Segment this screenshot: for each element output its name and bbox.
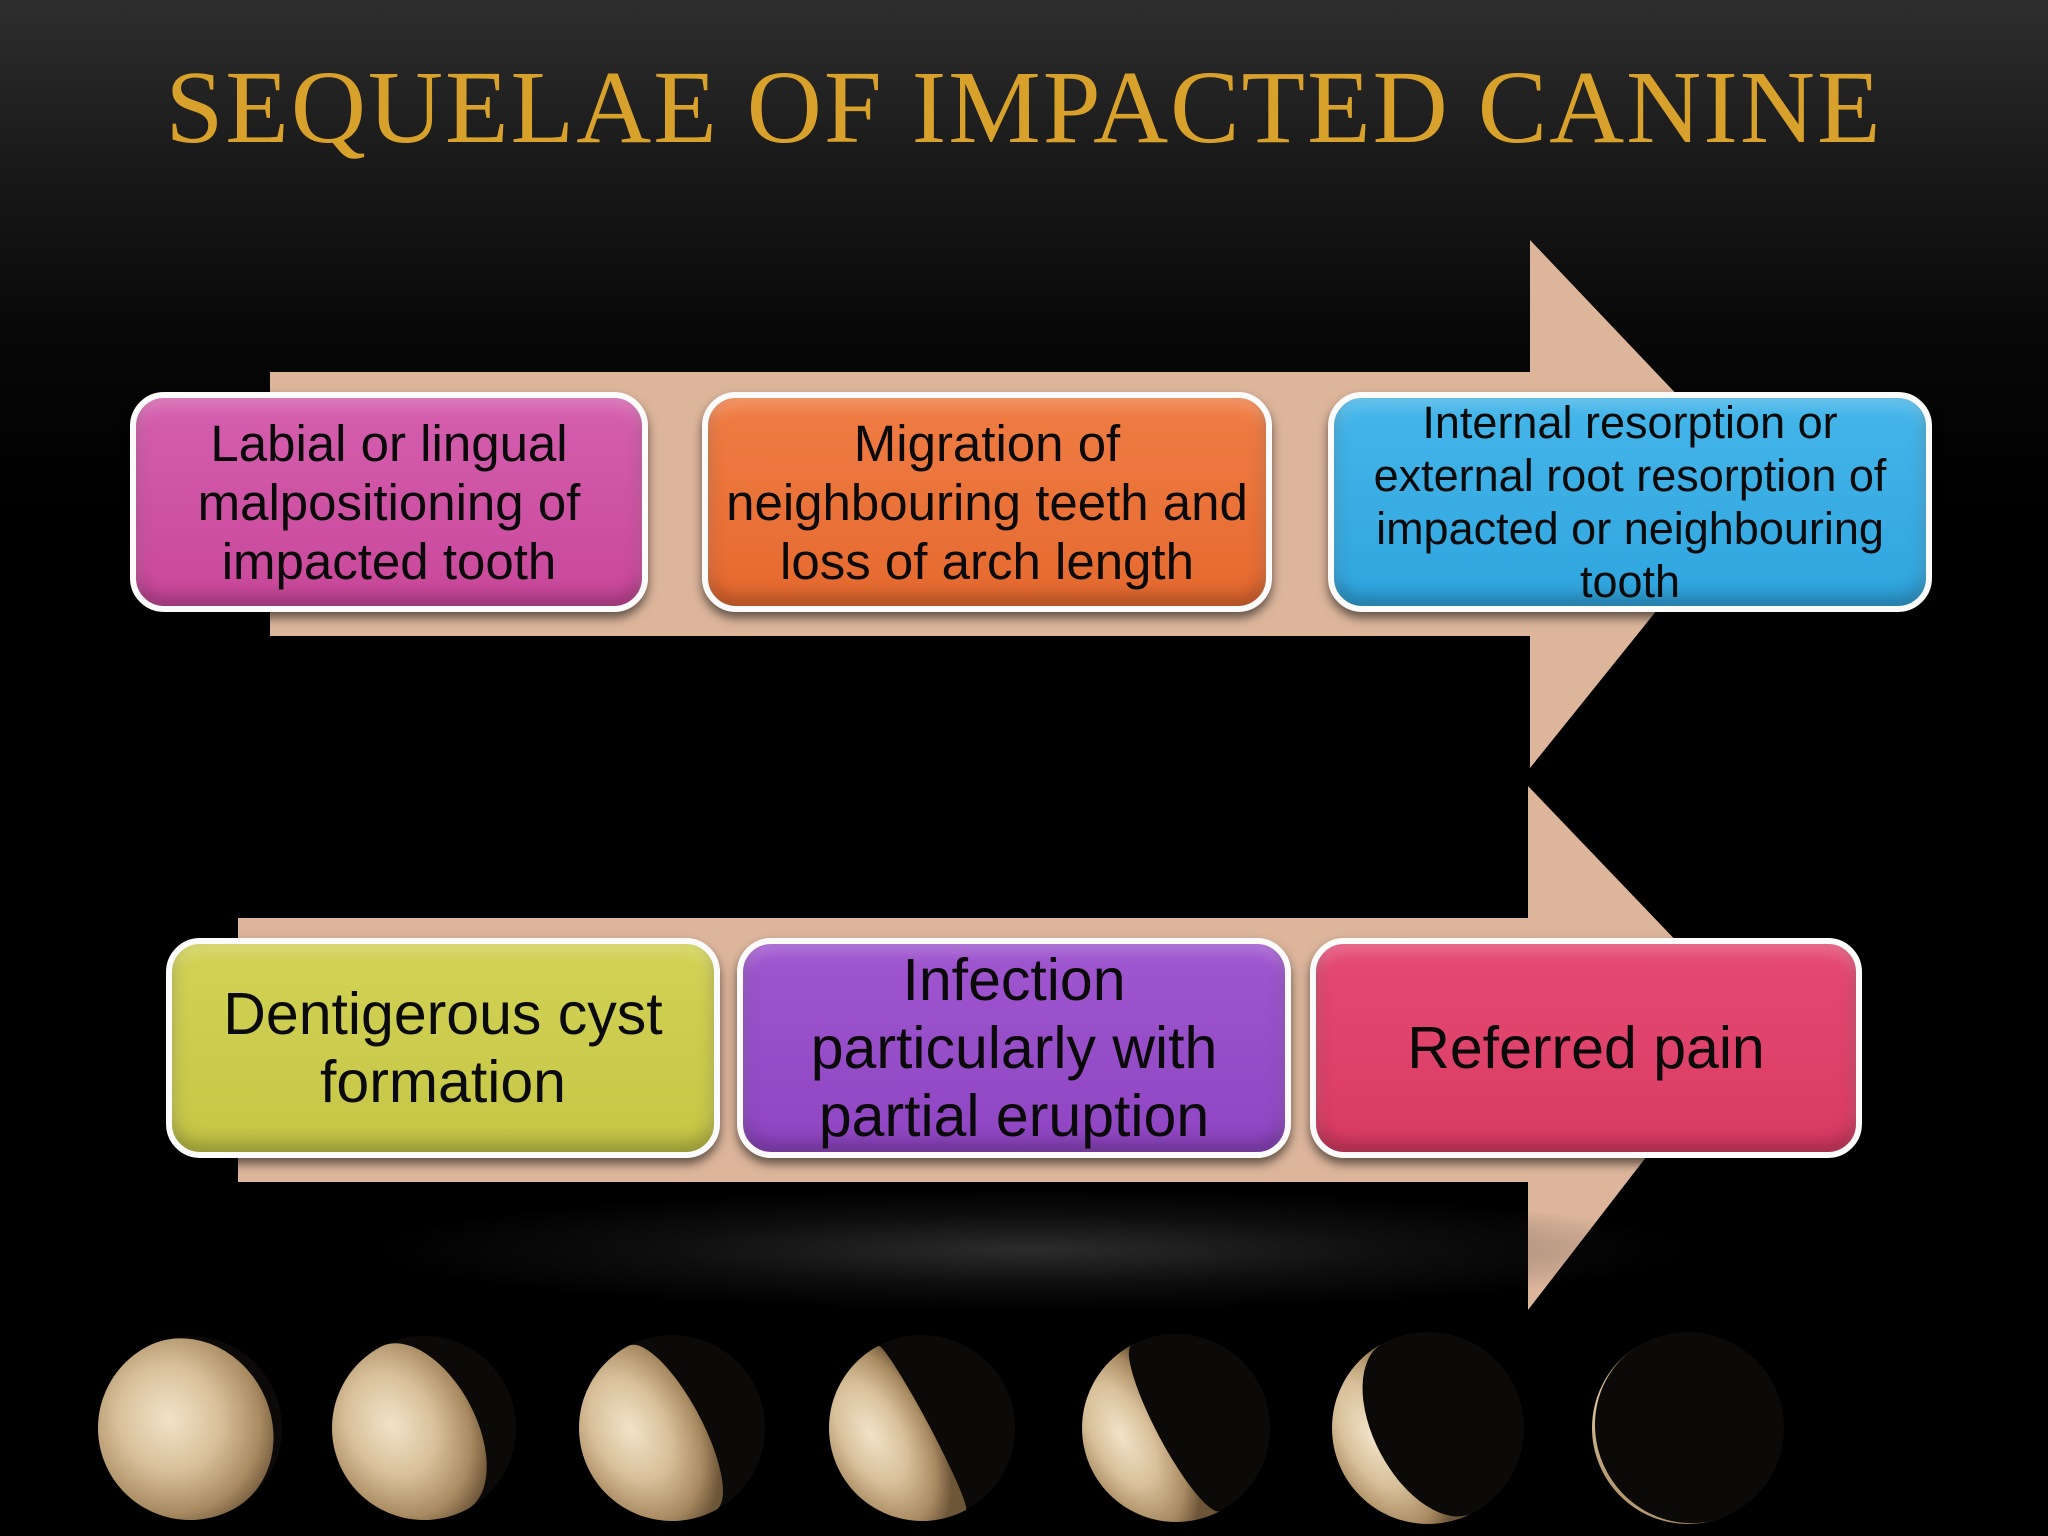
moon-phase-icon: [1082, 1334, 1270, 1522]
moon-phase-icon: [97, 1336, 282, 1520]
moon-phase-icon: [332, 1336, 516, 1520]
slide-title: SEQUELAE OF IMPACTED CANINE: [165, 50, 1883, 165]
sequela-box-infection: Infection particularly with partial erup…: [737, 938, 1291, 1158]
sequela-text: Dentigerous cyst formation: [223, 981, 663, 1115]
moon-phase-icon: [579, 1335, 765, 1521]
moon-lit-portion: [1082, 1345, 1221, 1522]
moon-lit-portion: [579, 1344, 723, 1521]
moon-lit-portion: [829, 1345, 967, 1521]
moon-phases-strip: [97, 1332, 1784, 1524]
sequela-box-migration: Migration of neighbouring teeth and loss…: [702, 392, 1272, 612]
moon-phase-icon: [829, 1335, 1015, 1521]
moon-lit-portion: [98, 1338, 274, 1520]
moon-phase-icon: [1592, 1332, 1784, 1524]
sequela-text: Labial or lingual malpositioning of impa…: [197, 414, 581, 590]
sequela-box-referred-pain: Referred pain: [1310, 938, 1862, 1158]
sequela-box-malpositioning: Labial or lingual malpositioning of impa…: [130, 392, 648, 612]
sequela-text: Internal resorption or external root res…: [1373, 397, 1887, 607]
moon-phase-icon: [1332, 1332, 1524, 1524]
moon-lit-portion: [332, 1343, 487, 1520]
moon-lit-portion: [1332, 1343, 1474, 1524]
sequela-text: Infection particularly with partial erup…: [810, 947, 1218, 1149]
sequela-box-dentigerous-cyst: Dentigerous cyst formation: [166, 938, 720, 1158]
horizon-glow: [380, 1190, 1680, 1310]
sequela-text: Migration of neighbouring teeth and loss…: [726, 414, 1248, 590]
sequela-box-resorption: Internal resorption or external root res…: [1328, 392, 1932, 612]
moon-dark-disc: [1592, 1332, 1784, 1524]
sequela-text: Referred pain: [1407, 1015, 1765, 1081]
